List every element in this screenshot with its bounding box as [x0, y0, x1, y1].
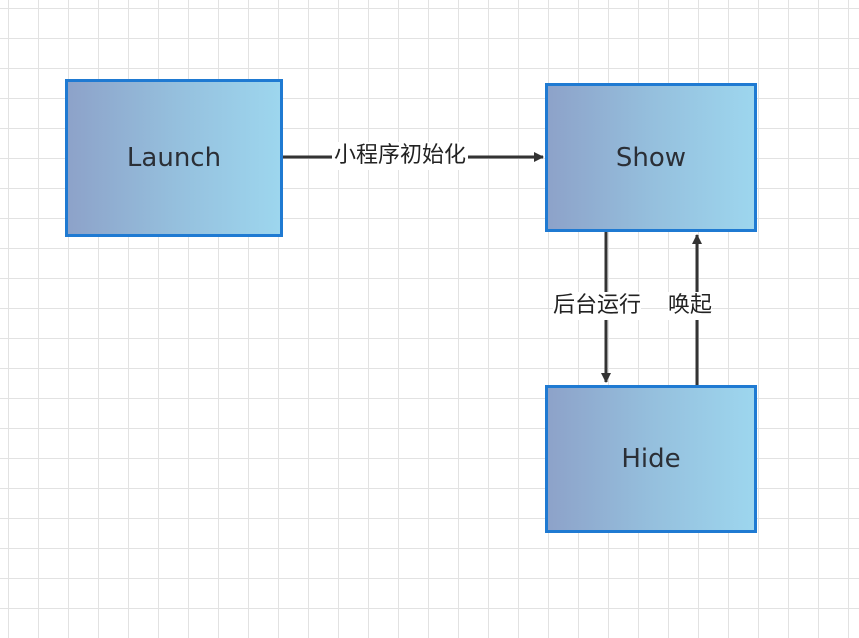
edge-label-background-run: 后台运行 — [553, 292, 642, 320]
node-show: Show — [545, 83, 757, 232]
node-launch-label: Launch — [126, 143, 222, 173]
edge-label-wake: 唤起 — [668, 292, 713, 320]
node-show-label: Show — [615, 142, 687, 173]
edge-label-init: 小程序初始化 — [332, 142, 469, 170]
node-hide: Hide — [545, 385, 757, 533]
node-launch: Launch — [65, 79, 283, 237]
node-hide-label: Hide — [621, 444, 681, 474]
